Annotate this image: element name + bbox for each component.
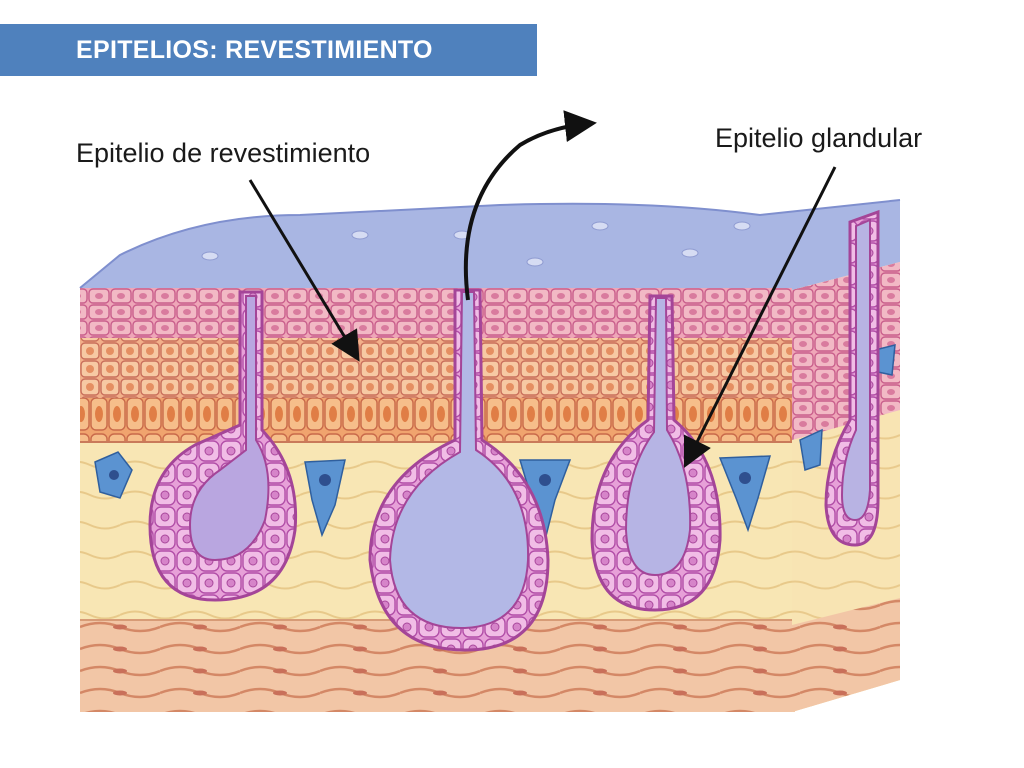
epithelium-intermediate [80, 338, 792, 398]
lumen-bubbles [201, 221, 751, 267]
pointer-revestimiento [248, 179, 360, 362]
secretion-arrow [463, 110, 597, 301]
slide-title: EPITELIOS: REVESTIMIENTO [76, 36, 433, 64]
label-epitelio-revestimiento: Epitelio de revestimiento [76, 138, 371, 168]
stellate-cells [94, 344, 896, 543]
epithelium-superficial [80, 288, 792, 340]
pointer-glandular [683, 166, 837, 469]
title-bar [0, 24, 537, 76]
lumen-surface [80, 200, 900, 290]
label-epitelio-glandular: Epitelio glandular [715, 123, 923, 153]
